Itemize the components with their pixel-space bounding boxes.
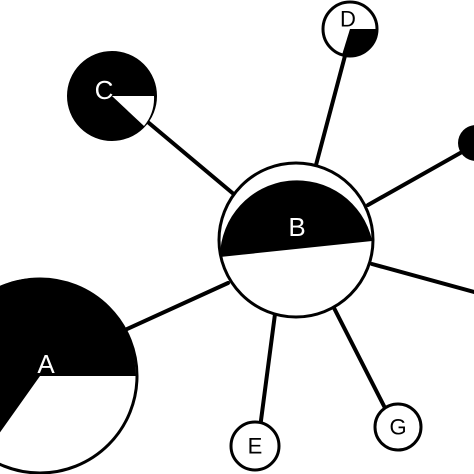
node-a-filled-sector bbox=[0, 277, 136, 433]
edge-b-e bbox=[258, 312, 277, 430]
node-b: B bbox=[217, 161, 375, 319]
edge-b-h bbox=[370, 262, 474, 294]
edge-b-a bbox=[123, 281, 230, 332]
node-a-label: A bbox=[37, 349, 55, 379]
node-g: G bbox=[373, 402, 423, 452]
node-g-circle bbox=[373, 402, 423, 452]
node-b-divider bbox=[219, 239, 373, 257]
node-d-filled-sector bbox=[342, 29, 376, 56]
node-c: C bbox=[67, 51, 157, 141]
edge-b-c bbox=[141, 116, 238, 198]
node-c-label: C bbox=[95, 75, 114, 105]
node-b-filled-half bbox=[220, 180, 372, 256]
node-g-label: G bbox=[389, 415, 406, 440]
edges bbox=[123, 50, 474, 430]
node-a: A bbox=[0, 277, 139, 474]
node-e: E bbox=[229, 420, 281, 472]
node-d: D bbox=[321, 0, 379, 58]
node-c-empty-sector bbox=[112, 96, 155, 126]
node-f bbox=[458, 125, 474, 161]
node-b-label: B bbox=[288, 212, 305, 242]
edge-b-d bbox=[314, 50, 348, 167]
node-d-label: D bbox=[340, 7, 356, 32]
edge-b-f bbox=[366, 150, 464, 207]
edge-b-g bbox=[331, 304, 387, 410]
node-e-circle bbox=[229, 420, 281, 472]
node-f-circle bbox=[458, 125, 474, 161]
node-e-label: E bbox=[248, 434, 263, 459]
